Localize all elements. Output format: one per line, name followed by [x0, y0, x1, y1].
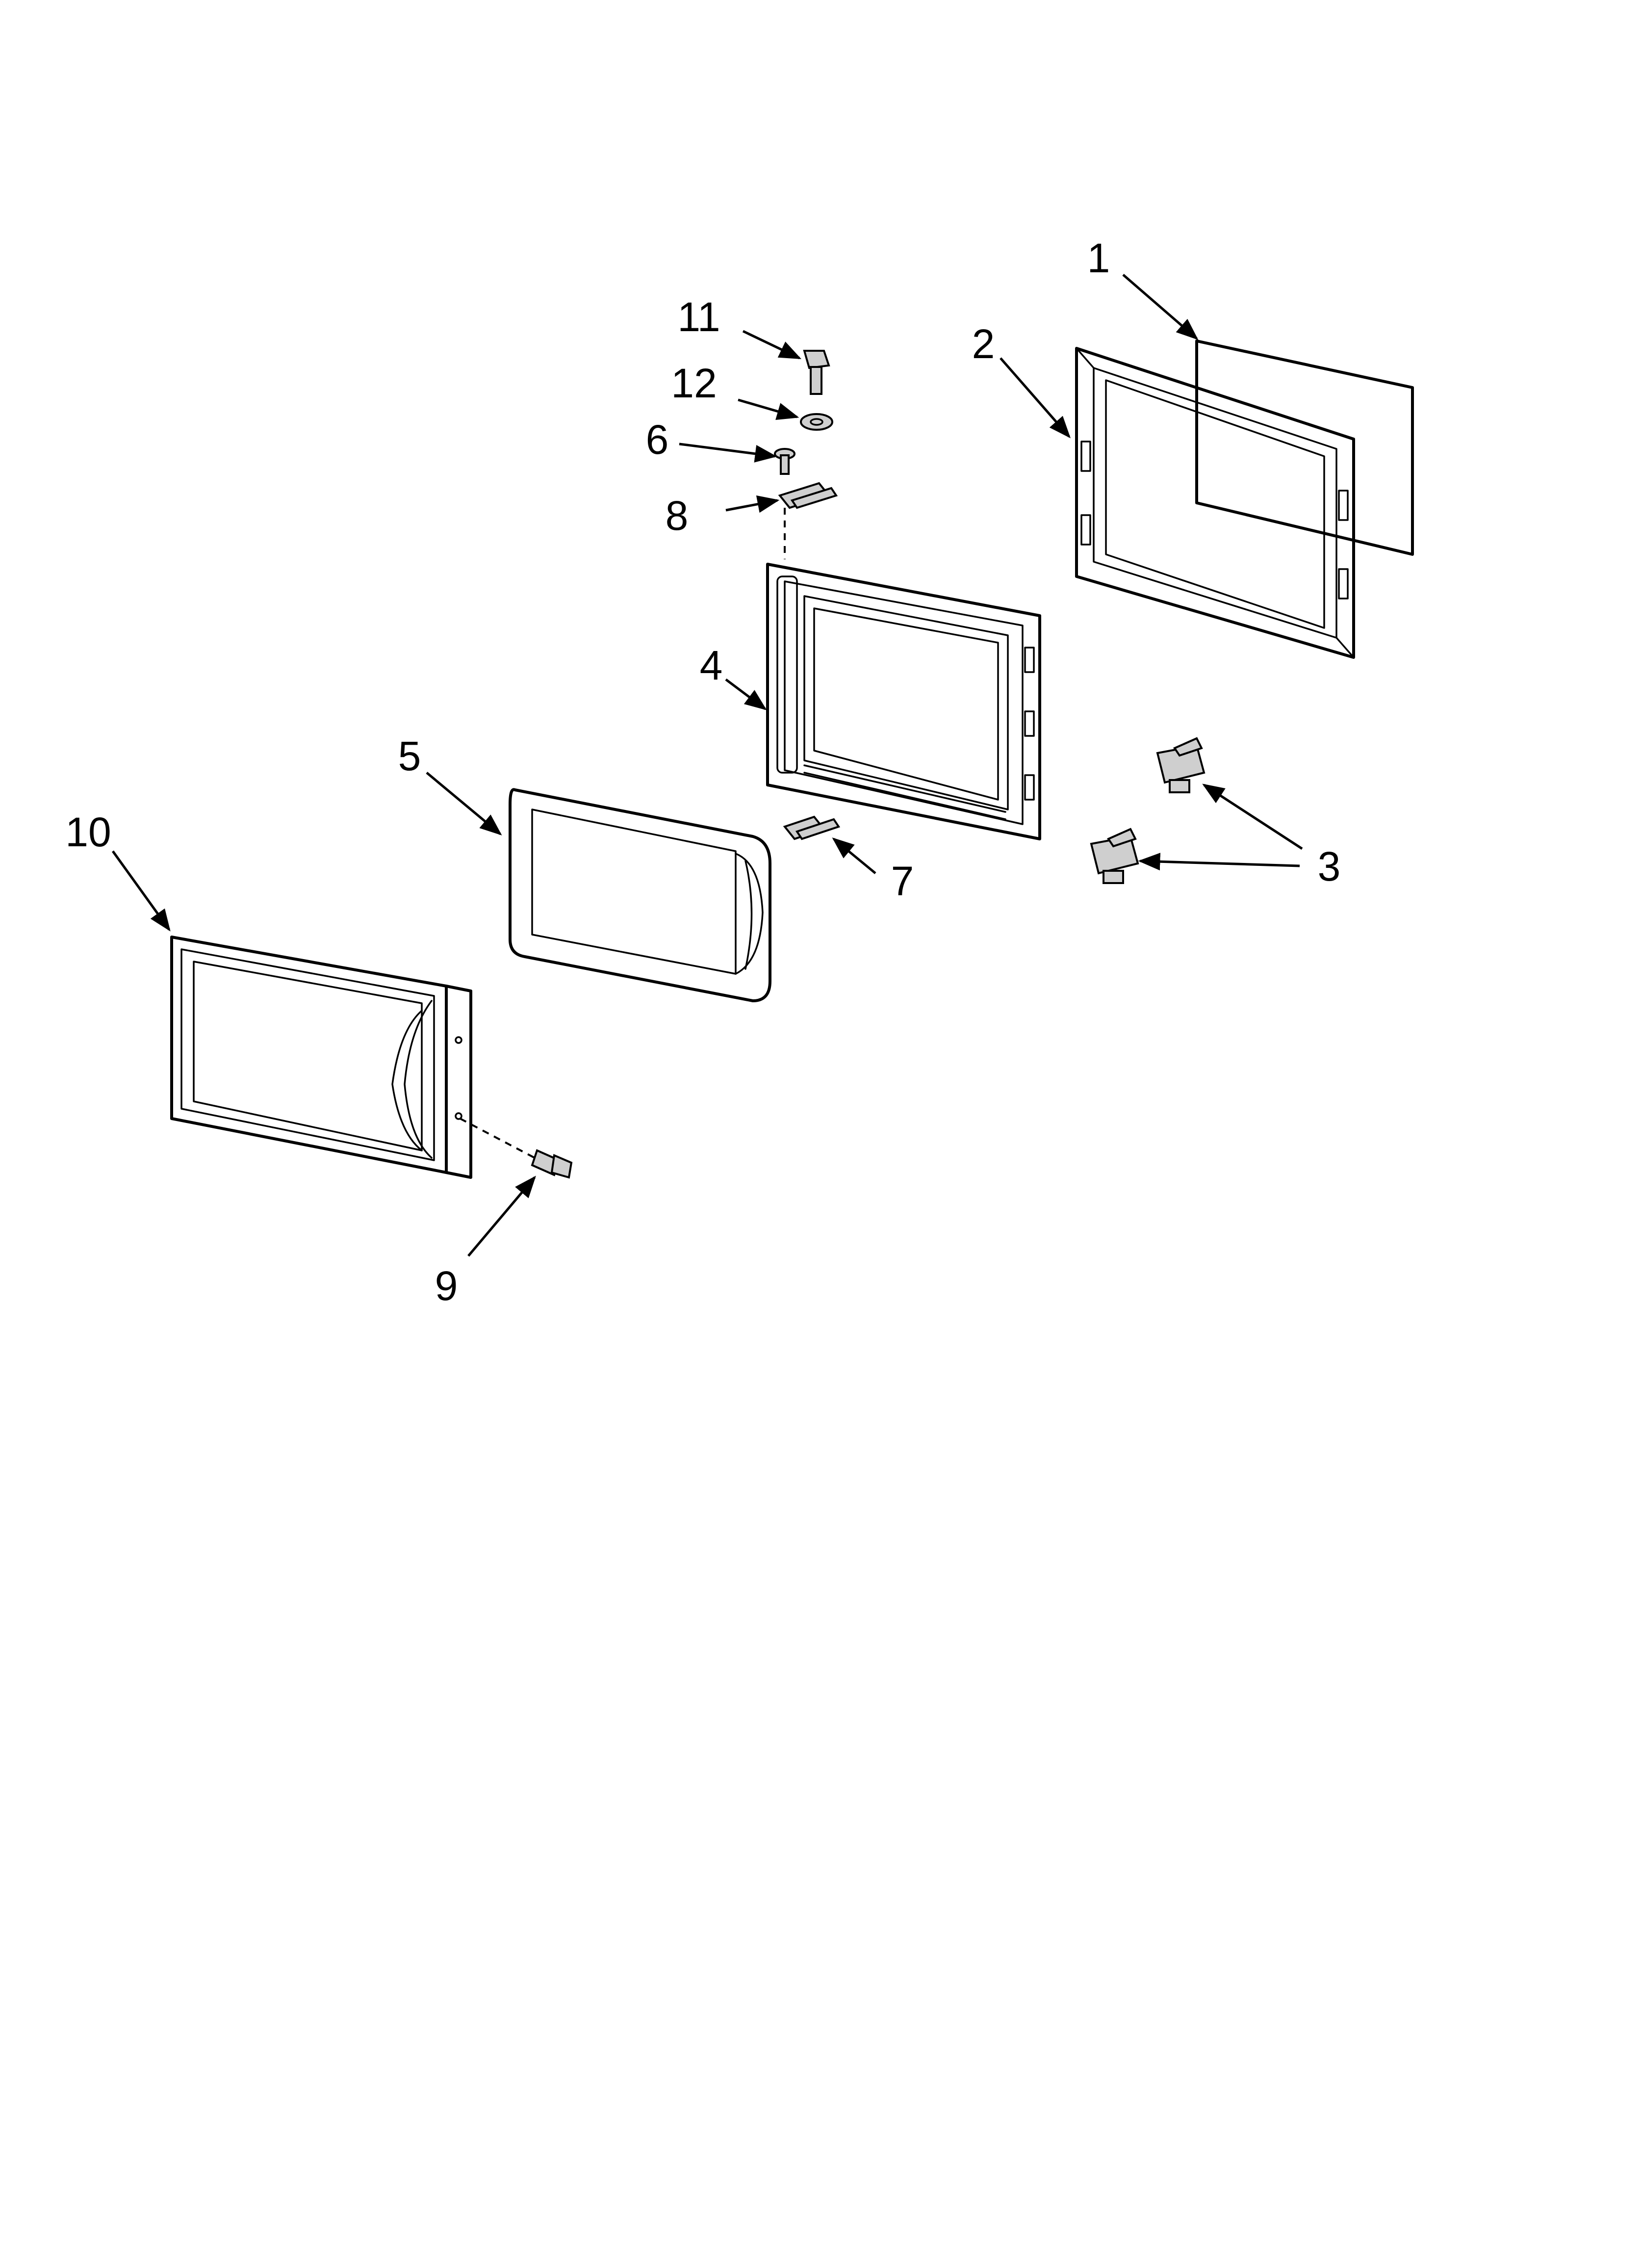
callout-2: 2 [972, 321, 995, 367]
part-9-screw [460, 1118, 573, 1179]
part-7-lower-hinge [783, 815, 841, 840]
callout-12: 12 [671, 360, 717, 406]
callout-5: 5 [398, 733, 421, 779]
part-8-upper-hinge [778, 482, 838, 559]
callout-4: 4 [700, 642, 723, 688]
callout-7: 7 [891, 858, 914, 904]
part-4-door-frame [766, 563, 1041, 840]
part-1-window-panel [1195, 339, 1414, 556]
leader-lines [111, 274, 1303, 1257]
part-5-door-trim [509, 788, 771, 1002]
part-10-outer-door [170, 936, 472, 1179]
callout-3: 3 [1318, 843, 1341, 889]
callout-1: 1 [1087, 235, 1110, 281]
part-12-washer [800, 413, 833, 431]
callout-8: 8 [666, 493, 689, 539]
callout-labels: 1 2 3 4 5 6 7 8 9 10 11 12 [65, 235, 1340, 1309]
callout-6: 6 [646, 417, 669, 463]
callout-10: 10 [65, 809, 111, 855]
callout-11: 11 [677, 294, 720, 340]
callout-9: 9 [435, 1263, 458, 1309]
part-6-pin [774, 448, 795, 475]
part-11-bolt [803, 350, 830, 395]
part-2-inner-frame [1075, 347, 1355, 659]
part-3-latch-hooks [1090, 737, 1206, 884]
